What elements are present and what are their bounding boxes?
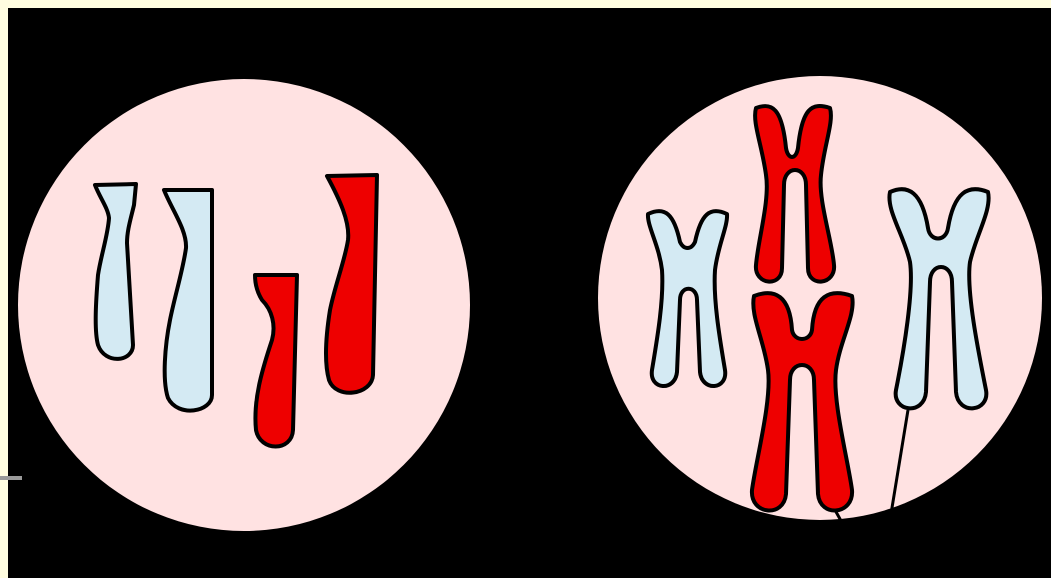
left-cell: [18, 79, 470, 531]
frame-edge-left: [0, 0, 8, 578]
frame-notch: [0, 476, 22, 480]
left-cell-body: [18, 79, 470, 531]
frame-edge-top: [0, 0, 1051, 8]
